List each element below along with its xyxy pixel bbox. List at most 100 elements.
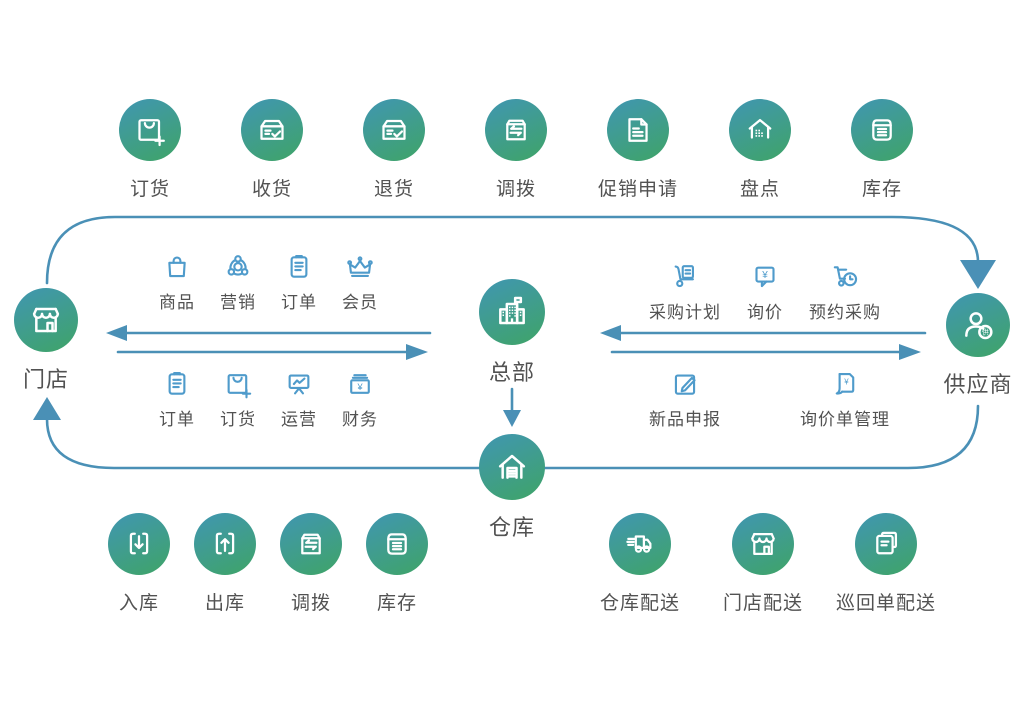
presentation-icon [282,367,316,401]
function-item-label: 新品申报 [649,410,721,429]
doc-lines-icon [607,99,669,161]
function-item: 订货 [208,367,268,430]
box-lines-icon [851,99,913,161]
process-item: 库存 [832,99,932,201]
storefront-icon [732,513,794,575]
box-arrow-in-icon [108,513,170,575]
process-item-label: 退货 [373,179,414,200]
function-item: 采购计划 [645,260,725,323]
function-item-label: 询价单管理 [800,410,890,429]
truck-icon [609,513,671,575]
function-item: 订单 [269,250,329,313]
box-swap-icon [280,513,342,575]
cart-clock-icon [828,260,862,294]
function-item: ¥ 财务 [330,367,390,430]
process-item: 订货 [100,99,200,201]
function-item: 运营 [269,367,329,430]
delivery-process-row: 仓库配送 门店配送 巡回单配送 [585,513,941,615]
storefront-icon [14,288,78,352]
cashbox-icon: ¥ [343,367,377,401]
warehouse-node: 仓库 [467,434,557,542]
process-item: 巡回单配送 [831,513,941,615]
process-item-label: 库存 [861,179,902,200]
docs-stack-icon [855,513,917,575]
function-item: ¥ 询价 [725,260,805,323]
function-item-label: 运营 [281,410,317,429]
function-item: ¥ 询价单管理 [765,367,925,430]
box-check-icon [241,99,303,161]
bag-plus-icon [119,99,181,161]
process-item: 调拨 [466,99,566,201]
process-item-label: 出库 [204,593,245,614]
process-item-label: 仓库配送 [599,593,680,614]
box-arrow-out-icon [194,513,256,575]
process-item-label: 盘点 [739,179,780,200]
process-item: 仓库配送 [585,513,695,615]
function-item-label: 商品 [159,293,195,312]
hq-node: 总部 [467,279,557,387]
box-lines-icon [366,513,428,575]
supplier-functions-row-2: 新品申报 ¥ 询价单管理 [605,367,925,430]
function-item-label: 采购计划 [649,303,721,322]
function-item-label: 财务 [342,410,378,429]
arrow-left-to-hq-icon [600,325,621,341]
clipboard-icon [160,367,194,401]
doc-yen-icon: ¥ [828,367,862,401]
function-item-label: 订单 [281,293,317,312]
arrow-down-into-warehouse-icon [503,410,521,427]
process-item: 退货 [344,99,444,201]
function-item-label: 会员 [342,293,378,312]
store-label: 门店 [22,367,69,392]
function-item-label: 订单 [159,410,195,429]
store-functions-row-1: 商品 营销 订单 会员 [147,250,390,313]
process-item: 盘点 [710,99,810,201]
process-item-label: 促销申请 [597,179,678,200]
process-item-label: 库存 [376,593,417,614]
hq-label: 总部 [488,360,535,385]
process-item-label: 门店配送 [722,593,803,614]
svg-text:¥: ¥ [844,377,849,386]
process-item: 调拨 [268,513,354,615]
function-item-label: 订货 [220,410,256,429]
process-item-label: 订货 [129,179,170,200]
trolley-doc-icon [668,260,702,294]
svg-text:¥: ¥ [356,382,363,392]
process-item-label: 调拨 [495,179,536,200]
function-item-label: 询价 [747,303,783,322]
function-item: 会员 [330,250,390,313]
process-item: 促销申请 [588,99,688,201]
process-item: 门店配送 [708,513,818,615]
top-process-row: 订货 收货 退货 调拨 促销申请 盘点 库存 [100,99,932,201]
store-node: 门店 [6,288,86,394]
box-check-icon [363,99,425,161]
pencil-square-icon [668,367,702,401]
person-badge-icon: 供 [946,293,1010,357]
bag-icon [160,250,194,284]
warehouse-icon [479,434,545,500]
svg-text:¥: ¥ [761,270,768,281]
store-to-supplier-top-path [45,215,980,285]
function-item: 订单 [147,367,207,430]
warehouse-process-row: 入库 出库 调拨 库存 [96,513,440,615]
process-item: 库存 [354,513,440,615]
arrow-left-to-store-icon [106,325,127,341]
network-icon [221,250,255,284]
function-item-label: 预约采购 [809,303,881,322]
arrow-right-to-supplier-icon [899,344,921,360]
process-item: 收货 [222,99,322,201]
speech-yen-icon: ¥ [748,260,782,294]
process-item-label: 调拨 [290,593,331,614]
supplier-node: 供 供应商 [923,293,1025,399]
function-item: 预约采购 [805,260,885,323]
bag-plus-mini-icon [221,367,255,401]
crown-icon [343,250,377,284]
process-item: 入库 [96,513,182,615]
supplier-functions-row-1: 采购计划 ¥ 询价 预约采购 [645,260,885,323]
store-functions-row-2: 订单 订货 运营 ¥ 财务 [147,367,390,430]
arrow-down-into-supplier-icon [960,260,996,289]
arrow-up-into-store-icon [33,397,61,420]
function-item: 营销 [208,250,268,313]
supplier-label: 供应商 [943,372,1013,397]
process-item-label: 入库 [118,593,159,614]
arrow-right-to-hq-icon [406,344,428,360]
